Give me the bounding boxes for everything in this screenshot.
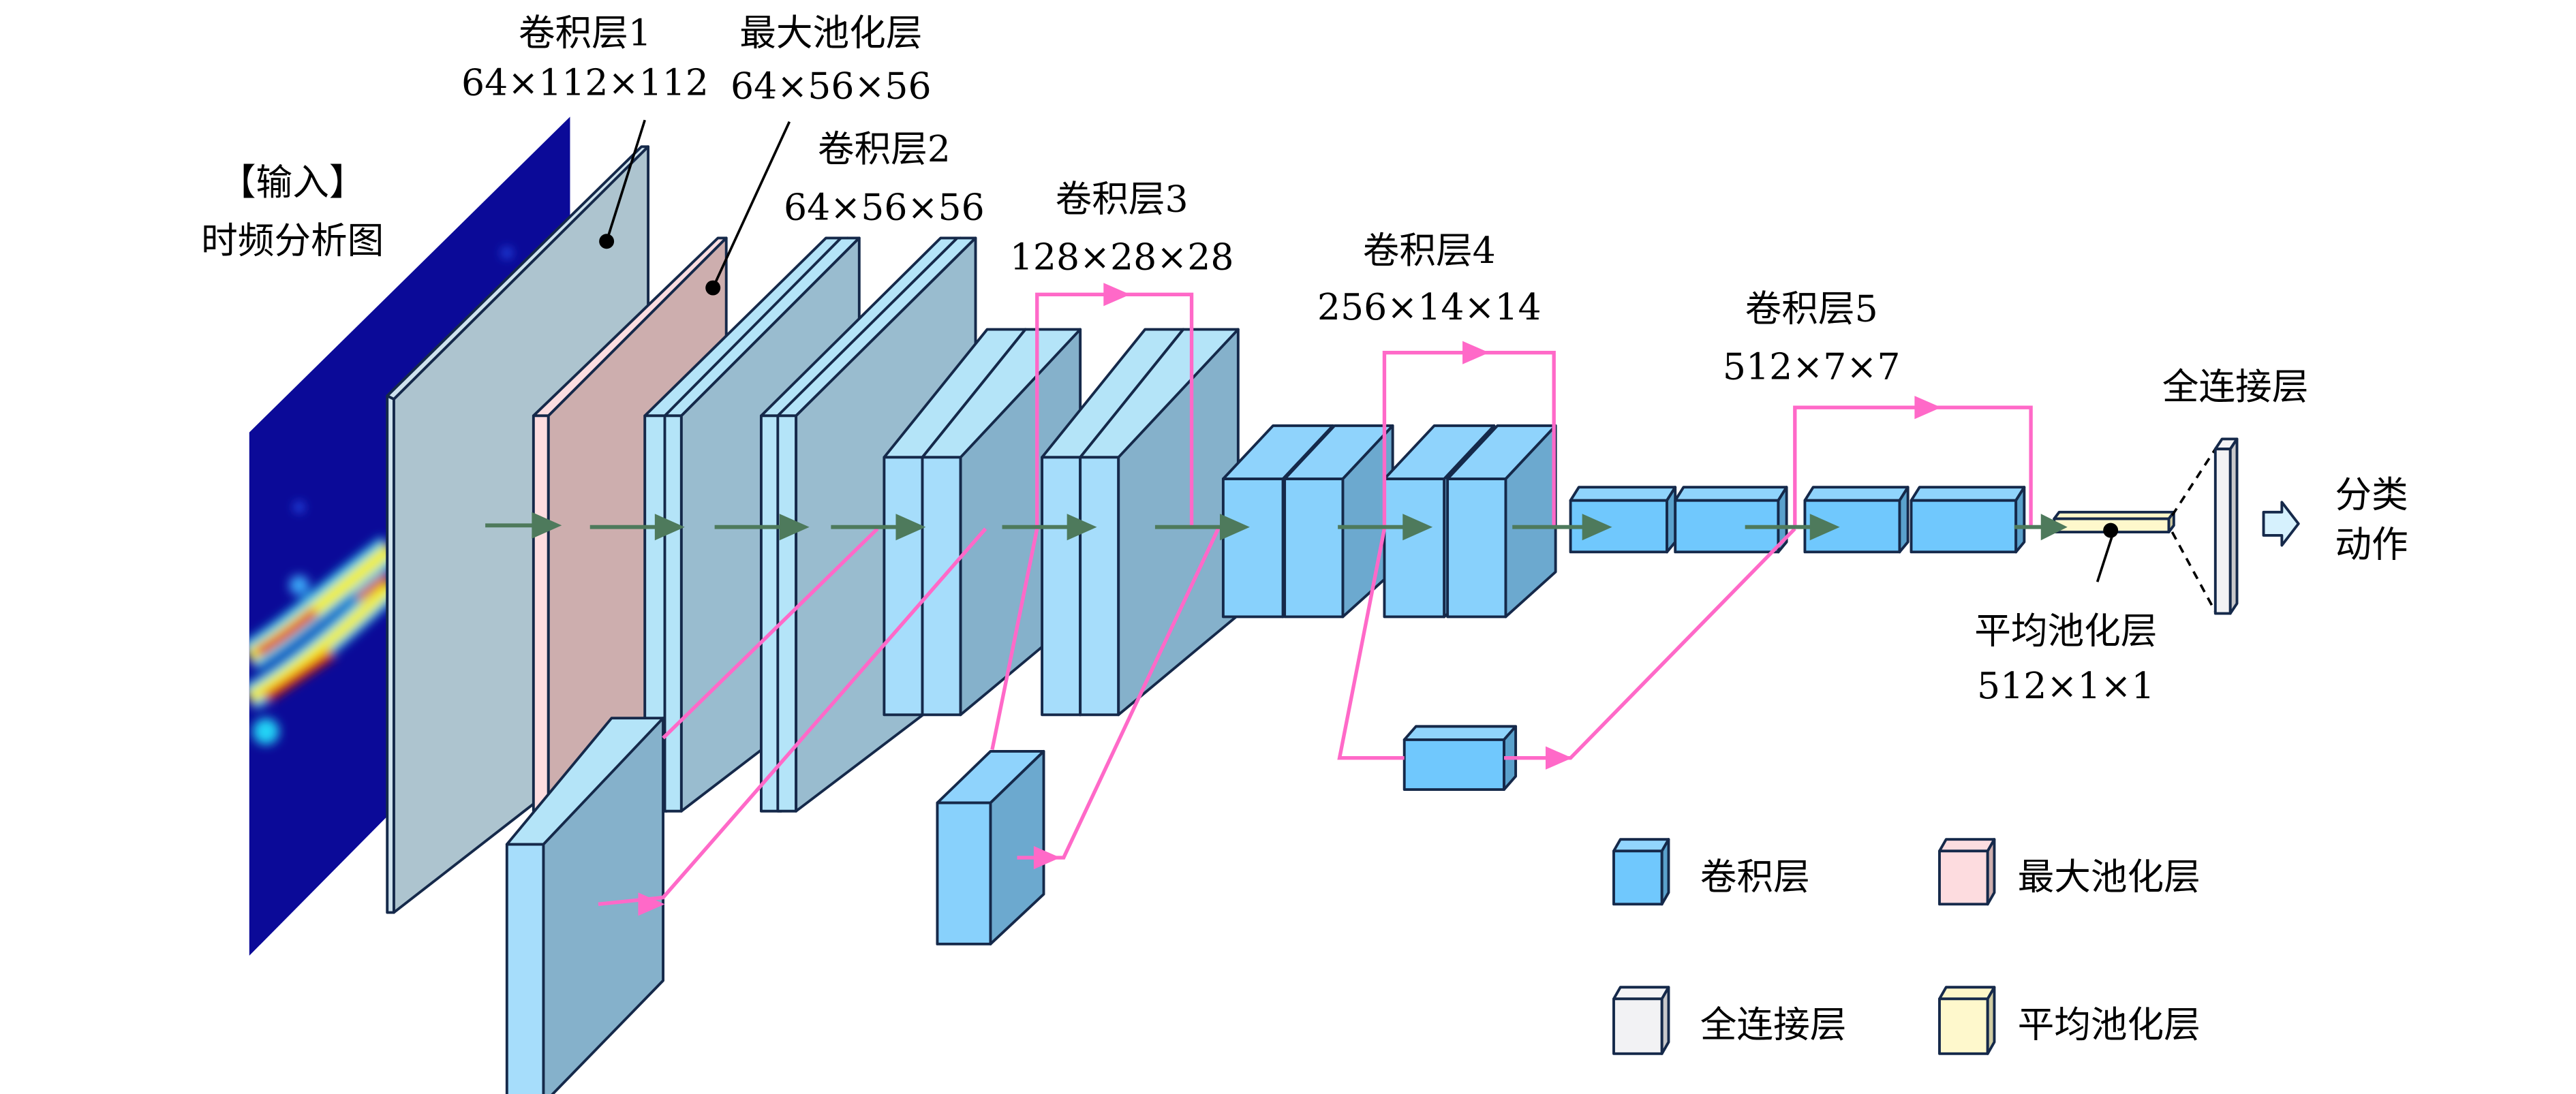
output-arrow-icon: [2262, 501, 2300, 547]
maxpool-label: 最大池化层: [739, 12, 922, 54]
legend-item-conv: 卷积层: [1612, 838, 1810, 906]
conv3-dims: 128×28×28: [1010, 236, 1234, 279]
flow-arrow: [589, 514, 685, 541]
conv4-block-2: [1383, 424, 1557, 619]
flow-arrow: [1154, 514, 1250, 541]
legend-item-avgpool: 平均池化层: [1938, 986, 2201, 1055]
flow-arrow: [1338, 514, 1433, 541]
legend-label: 全连接层: [1700, 1003, 1847, 1046]
shortcut-block-conv4: [1402, 725, 1518, 792]
flow-arrow: [2014, 514, 2068, 541]
avgpool-dims: 512×1×1: [1977, 664, 2155, 707]
legend-item-maxpool: 最大池化层: [1938, 838, 2201, 906]
legend-label: 平均池化层: [2018, 1003, 2201, 1046]
shortcut-block-conv3: [936, 750, 1045, 945]
conv2-dims: 64×56×56: [784, 186, 985, 229]
conv5-dims: 512×7×7: [1723, 345, 1901, 388]
conv5-label: 卷积层5: [1745, 287, 1878, 330]
flow-arrow: [1745, 514, 1840, 541]
fc-layer: [2171, 437, 2239, 615]
shortcut-block-conv2: [505, 717, 664, 1094]
output-label-line1: 分类: [2335, 473, 2408, 516]
fc-label: 全连接层: [2162, 365, 2309, 408]
legend-label: 卷积层: [1700, 855, 1810, 898]
output-label-line2: 动作: [2335, 523, 2408, 566]
conv1-label: 卷积层1: [519, 12, 651, 54]
flow-arrow: [714, 514, 810, 541]
conv3-block-2: [1041, 328, 1240, 717]
conv4-dims: 256×14×14: [1317, 285, 1542, 328]
conv2-label: 卷积层2: [818, 127, 951, 170]
main-flow-arrows: [485, 512, 2068, 541]
flow-arrow: [831, 514, 926, 541]
callout-lines: [599, 119, 2119, 582]
conv5-block-1: [1569, 486, 1788, 554]
input-label-line2: 时频分析图: [201, 219, 384, 262]
flow-arrow: [485, 512, 562, 539]
conv4-label: 卷积层4: [1363, 229, 1496, 272]
maxpool-dims: 64×56×56: [731, 65, 932, 108]
legend: 卷积层 最大池化层 全连接层 平均池化层: [1612, 838, 2201, 1055]
input-label-line1: 【输入】: [219, 161, 366, 204]
skip-connections: [598, 283, 2033, 916]
flow-arrow: [1002, 514, 1097, 541]
conv1-dims: 64×112×112: [461, 61, 709, 104]
legend-item-fc: 全连接层: [1612, 986, 1847, 1055]
conv3-label: 卷积层3: [1056, 177, 1189, 220]
conv5-block-2: [1803, 486, 2026, 554]
legend-label: 最大池化层: [2018, 855, 2201, 898]
flow-arrow: [1512, 514, 1612, 541]
avgpool-label: 平均池化层: [1974, 609, 2157, 652]
conv4-block-1: [1221, 424, 1394, 619]
